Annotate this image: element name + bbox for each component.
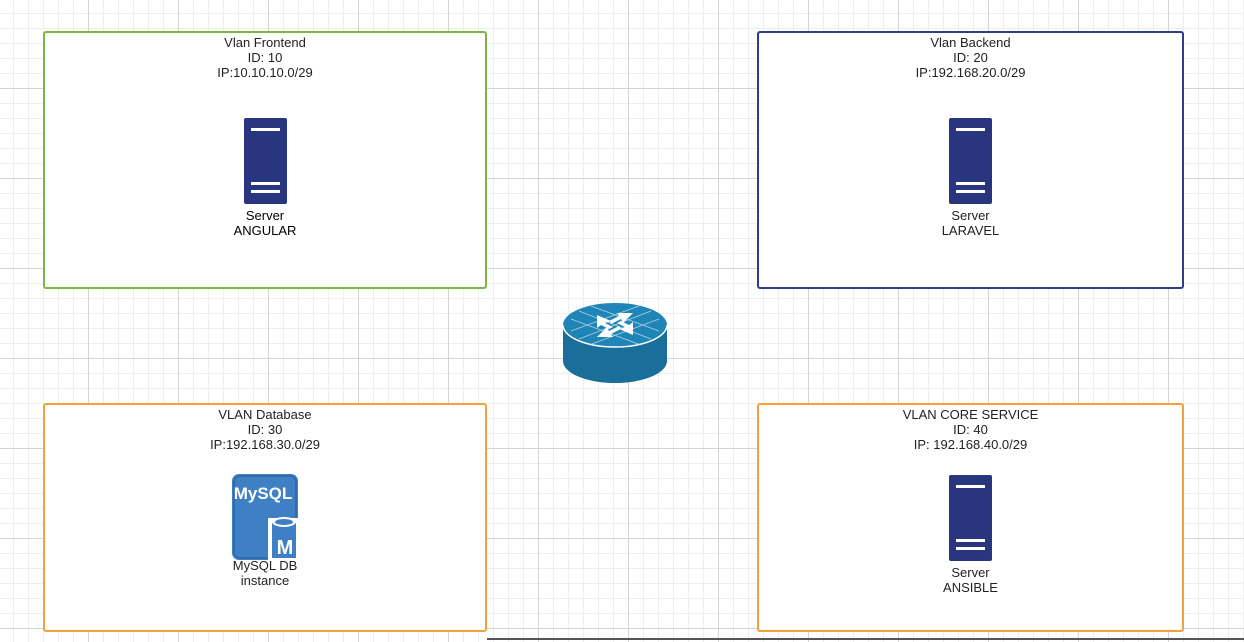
vlan-ip: IP:192.168.30.0/29 [210, 437, 320, 452]
vlan-backend-header: Vlan Backend ID: 20 IP:192.168.20.0/29 [759, 35, 1182, 80]
svg-text:M: M [277, 537, 294, 559]
vlan-ip: IP:192.168.20.0/29 [915, 65, 1026, 80]
vlan-ip: IP:10.10.10.0/29 [217, 65, 313, 80]
svg-text:MySQL: MySQL [234, 484, 293, 503]
vlan-name: VLAN CORE SERVICE [902, 407, 1039, 422]
vlan-id: ID: 20 [953, 50, 988, 65]
frontend-server-node[interactable]: Server ANGULAR [45, 118, 485, 238]
server-icon [949, 475, 992, 561]
vlan-core-service-container[interactable]: VLAN CORE SERVICE ID: 40 IP: 192.168.40.… [757, 403, 1184, 632]
vlan-id: ID: 30 [247, 422, 283, 437]
vlan-core-header: VLAN CORE SERVICE ID: 40 IP: 192.168.40.… [759, 407, 1182, 452]
mysql-db-icon: MySQL M [232, 474, 298, 560]
vlan-frontend-container[interactable]: Vlan Frontend ID: 10 IP:10.10.10.0/29 Se… [43, 31, 487, 289]
core-server-node[interactable]: Server ANSIBLE [759, 475, 1182, 595]
mysql-db-node[interactable]: MySQL M MySQL DB instance [45, 474, 485, 588]
vlan-database-header: VLAN Database ID: 30 IP:192.168.30.0/29 [45, 407, 485, 452]
server-label: Server LARAVEL [941, 208, 1000, 238]
vlan-id: ID: 40 [953, 422, 988, 437]
db-label: MySQL DB instance [232, 558, 298, 588]
router-icon[interactable] [561, 297, 669, 387]
server-icon [243, 118, 287, 204]
server-label: Server ANSIBLE [943, 565, 998, 595]
vlan-name: VLAN Database [218, 407, 312, 422]
divider-line [487, 638, 1244, 640]
vlan-backend-container[interactable]: Vlan Backend ID: 20 IP:192.168.20.0/29 S… [757, 31, 1184, 289]
vlan-name: Vlan Backend [930, 35, 1011, 50]
vlan-ip: IP: 192.168.40.0/29 [913, 437, 1028, 452]
server-label: Server ANGULAR [233, 208, 297, 238]
server-icon [949, 118, 992, 204]
backend-server-node[interactable]: Server LARAVEL [759, 118, 1182, 238]
vlan-id: ID: 10 [247, 50, 283, 65]
vlan-name: Vlan Frontend [224, 35, 306, 50]
vlan-database-container[interactable]: VLAN Database ID: 30 IP:192.168.30.0/29 … [43, 403, 487, 632]
vlan-frontend-header: Vlan Frontend ID: 10 IP:10.10.10.0/29 [45, 35, 485, 80]
